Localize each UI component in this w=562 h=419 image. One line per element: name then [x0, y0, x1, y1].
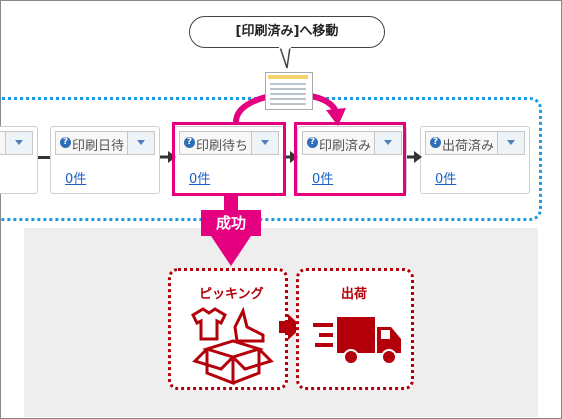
status-card-printed[interactable]: ? 印刷済み 0件	[297, 126, 407, 194]
dropdown-icon[interactable]	[497, 132, 524, 154]
dropdown-icon[interactable]	[5, 132, 32, 154]
clothes-box-icon	[191, 307, 274, 385]
shipping-title: 出荷	[341, 287, 368, 302]
question-icon[interactable]: ?	[430, 137, 441, 148]
status-label: 出荷済み	[442, 139, 495, 154]
move-callout: [印刷済み]へ移動	[189, 16, 385, 48]
status-card-previous[interactable]	[0, 126, 38, 194]
success-arrow-head	[211, 236, 251, 266]
status-select[interactable]: ? 印刷待ち	[179, 131, 279, 155]
shipping-step: 出荷	[296, 268, 414, 390]
question-icon[interactable]: ?	[307, 137, 318, 148]
status-label: 印刷待ち	[196, 139, 249, 154]
status-card-print-wait[interactable]: ? 印刷待ち 0件	[174, 126, 284, 194]
status-count-link[interactable]: 0件	[65, 172, 87, 187]
arrow-right-icon	[407, 151, 422, 163]
delivery-truck-icon	[313, 317, 401, 365]
status-select[interactable]: ? 印刷済み	[302, 131, 402, 155]
status-card-print-date-wait[interactable]: ? 印刷日待 0件	[50, 126, 160, 194]
question-icon[interactable]: ?	[184, 137, 195, 148]
dropdown-icon[interactable]	[374, 132, 401, 154]
status-count-link[interactable]: 0件	[189, 172, 211, 187]
move-arrow-head	[326, 108, 346, 126]
picking-title: ピッキング	[199, 287, 264, 302]
question-icon[interactable]: ?	[60, 137, 71, 148]
connector-line	[38, 156, 50, 159]
status-select[interactable]: ? 印刷日待	[55, 131, 155, 155]
highlight-printed	[294, 122, 406, 196]
success-arrow-shaft	[224, 195, 238, 211]
status-count-link[interactable]: 0件	[312, 172, 334, 187]
dropdown-icon[interactable]	[127, 132, 154, 154]
document-icon	[265, 72, 313, 110]
status-select[interactable]: ? 出荷済み	[425, 131, 525, 155]
callout-text: [印刷済み]へ移動	[235, 24, 339, 39]
picking-step: ピッキング	[168, 268, 288, 390]
arrow-right-icon	[279, 314, 302, 340]
dropdown-icon[interactable]	[251, 132, 278, 154]
status-select-previous[interactable]	[0, 131, 33, 155]
status-label: 印刷済み	[319, 139, 372, 154]
success-label: 成功	[201, 210, 261, 236]
status-count-link[interactable]: 0件	[435, 172, 457, 187]
highlight-print-wait	[172, 122, 286, 196]
status-label: 印刷日待	[72, 139, 125, 154]
status-card-shipped[interactable]: ? 出荷済み 0件	[420, 126, 530, 194]
